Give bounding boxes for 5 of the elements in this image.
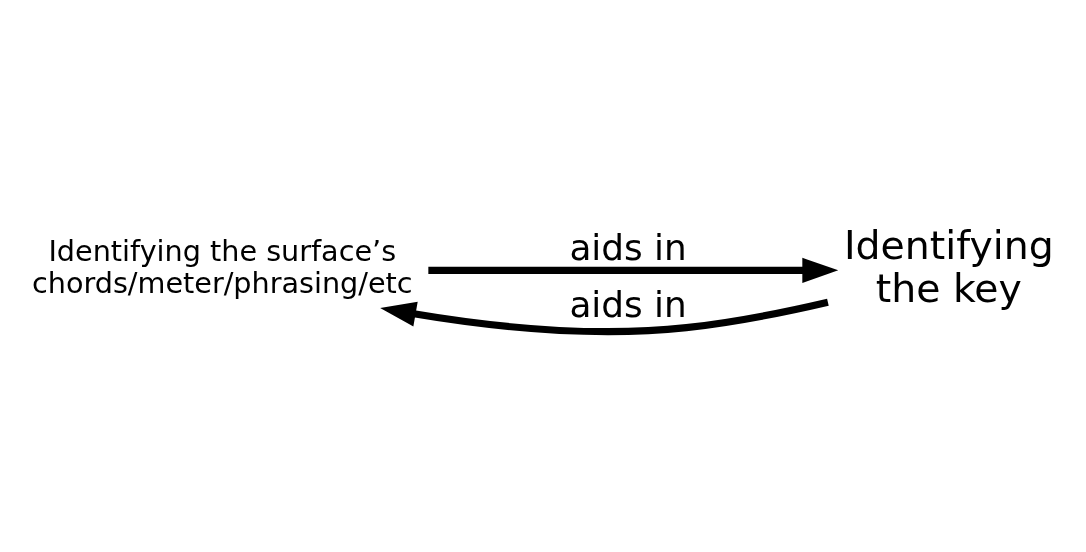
edge-label: aids in xyxy=(569,283,687,325)
edge-label: aids in xyxy=(569,226,687,268)
arrow xyxy=(380,298,829,336)
node-text: Identifying the key xyxy=(843,221,1054,311)
node-text: Identifying the surface’s chords/meter/phrasing/etc xyxy=(31,234,413,301)
